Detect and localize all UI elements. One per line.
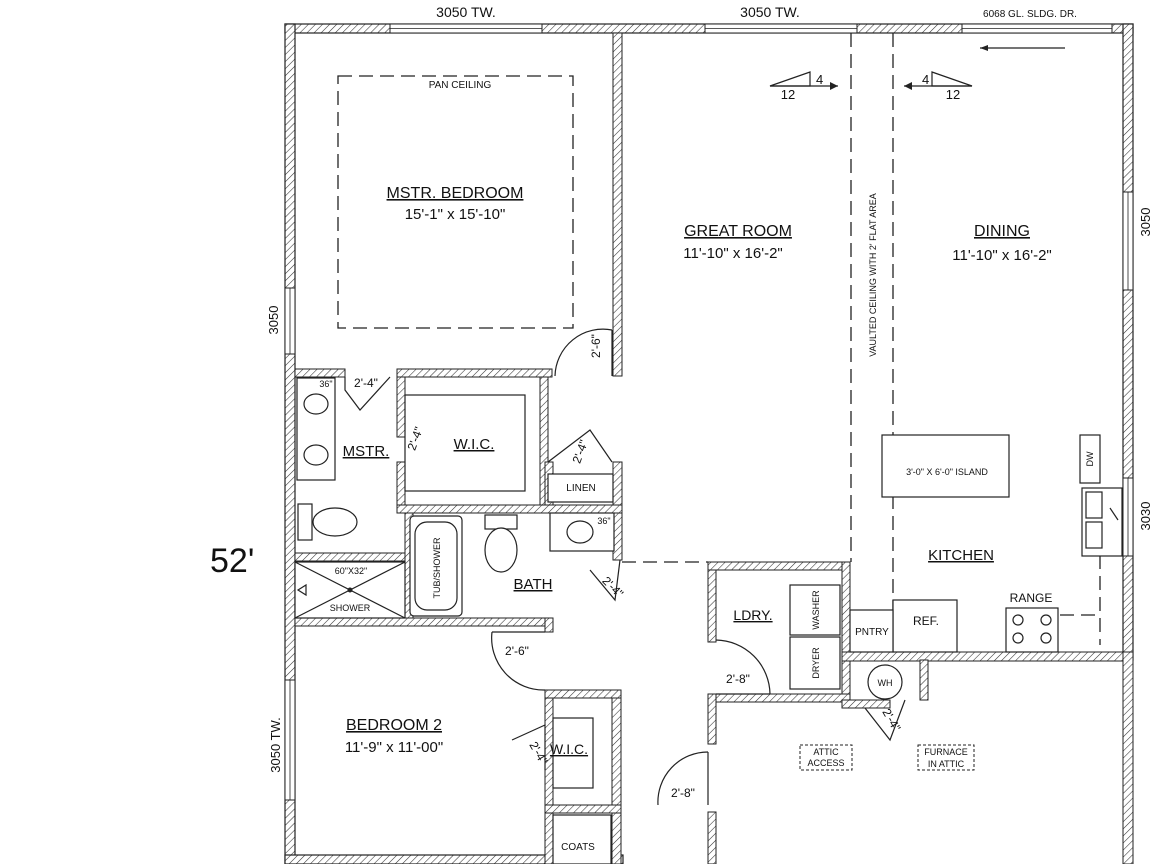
room-name-master-bedroom: MSTR. BEDROOM [387, 185, 524, 202]
vanity-size-label: 36" [319, 379, 332, 389]
room-name-laundry: LDRY. [733, 607, 772, 623]
window-label: 3050 [1138, 208, 1152, 237]
door-size-label: 2'-8" [726, 672, 750, 686]
dryer-label: DRYER [811, 647, 821, 679]
ceiling-lines [337, 33, 1101, 645]
pan-ceiling-note: PAN CEILING [429, 80, 492, 91]
room-size-bedroom2: 11'-9" x 11'-00" [345, 739, 443, 756]
window-label: 3050 TW. [740, 4, 800, 20]
door-size-label: 2'-4" [354, 376, 378, 390]
furnace-label: FURNACE [924, 747, 968, 757]
shower-size-label: 60"X32" [335, 566, 367, 576]
room-name-bath: BATH [514, 576, 553, 593]
labels: 52' 3050 TW. 3050 TW. 6068 GL. SLDG. DR.… [210, 4, 1152, 853]
room-size-master-bedroom: 15'-1" x 15'-10" [405, 206, 506, 223]
pitch-run: 12 [946, 87, 960, 102]
room-name-dining: DINING [974, 223, 1030, 240]
pitch-rise: 4 [816, 72, 823, 87]
room-name-great-room: GREAT ROOM [684, 223, 792, 240]
dw-label: DW [1085, 451, 1095, 466]
door-swings [344, 328, 906, 806]
attic-access-label: ACCESS [807, 758, 844, 768]
attic-access-label: ATTIC [813, 747, 839, 757]
door-size-label: 2'-8" [671, 786, 695, 800]
door-size-label: 2'-4" [599, 574, 626, 601]
door-size-label: 2'-6" [589, 334, 603, 358]
door-size-label: 2'-6" [505, 644, 529, 658]
room-size-great-room: 11'-10" x 16'-2" [683, 245, 783, 262]
washer-label: WASHER [811, 590, 821, 630]
tub-label: TUB/SHOWER [432, 537, 442, 599]
wh-label: WH [878, 678, 893, 688]
range-label: RANGE [1010, 591, 1053, 605]
room-name-pantry: PNTRY [855, 627, 889, 638]
room-name-kitchen: KITCHEN [928, 547, 994, 564]
vaulted-ceiling-note: VAULTED CEILING WITH 2' FLAT AREA [868, 193, 878, 357]
pitch-run: 12 [781, 87, 795, 102]
room-name-coats: COATS [561, 842, 595, 853]
window-label: 3050 TW. [268, 717, 283, 772]
dimension-label: 52' [210, 542, 254, 580]
fixtures [294, 45, 1123, 864]
interior-walls [294, 32, 1134, 864]
vanity-size-label: 36" [597, 516, 610, 526]
ref-label: REF. [913, 614, 939, 628]
pitch-rise: 4 [922, 72, 929, 87]
room-name-wic-master: W.I.C. [454, 436, 495, 453]
window-label: 3050 [266, 306, 281, 335]
door-size-label: 2'-4" [879, 706, 903, 734]
shower-label: SHOWER [330, 603, 371, 613]
room-name-wic-bed2: W.I.C. [550, 741, 588, 757]
room-name-bedroom2: BEDROOM 2 [346, 717, 442, 734]
window-label: 6068 GL. SLDG. DR. [983, 9, 1077, 20]
windows [284, 23, 1134, 801]
island-label: 3'-0" X 6'-0" ISLAND [906, 467, 988, 477]
window-label: 3050 TW. [436, 4, 496, 20]
window-label: 3030 [1138, 502, 1152, 531]
room-name-linen: LINEN [566, 483, 595, 494]
room-name-master-bath: MSTR. [343, 443, 390, 460]
door-size-label: 2'-4" [570, 438, 591, 465]
furnace-label: IN ATTIC [928, 759, 965, 769]
room-size-dining: 11'-10" x 16'-2" [952, 247, 1052, 264]
